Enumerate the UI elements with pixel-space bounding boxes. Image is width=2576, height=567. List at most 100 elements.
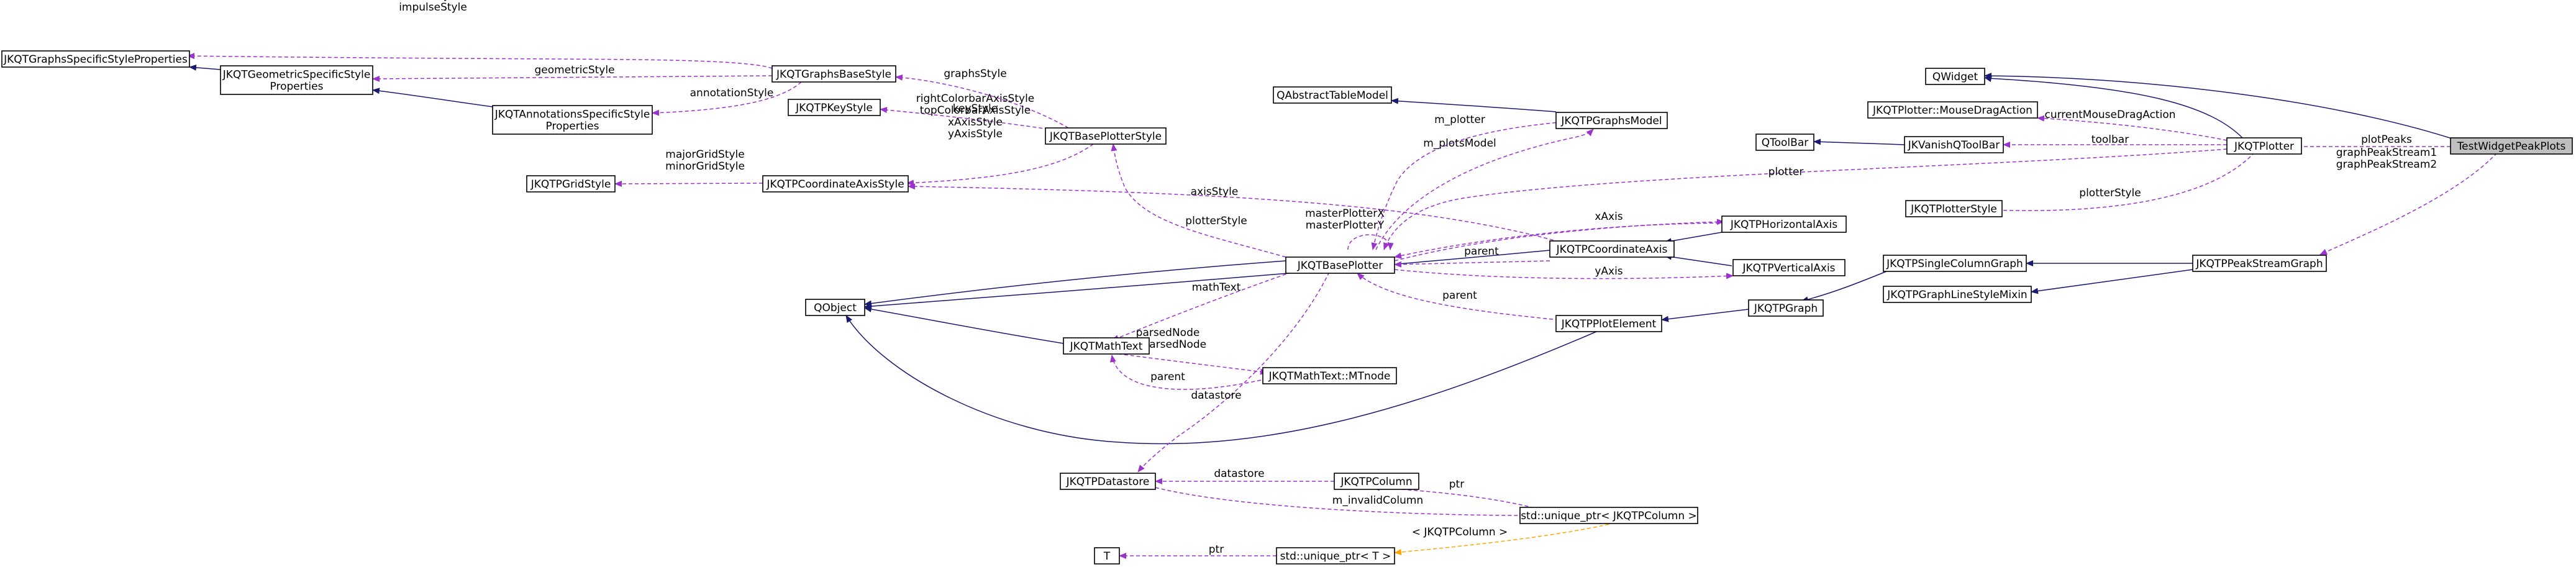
node-label-line: JKQTPGraph bbox=[1754, 302, 1818, 315]
edge-label-parent-node: parent bbox=[1150, 371, 1185, 383]
edge-testwidget-to-qwidget bbox=[1984, 73, 2454, 140]
edge-label-line: toolbar bbox=[2091, 134, 2129, 146]
edge-label-ptr-t: ptr bbox=[1209, 543, 1224, 556]
node-test-widget-peak-plots[interactable]: TestWidgetPeakPlots bbox=[2450, 137, 2573, 155]
node-jkqtpsingle-column-graph[interactable]: JKQTPSingleColumnGraph bbox=[1883, 255, 2027, 272]
node-label-line: TestWidgetPeakPlots bbox=[2457, 140, 2566, 153]
node-jkqtpcoordinate-axis-style[interactable]: JKQTPCoordinateAxisStyle bbox=[762, 175, 909, 193]
edge-baseplotterstyle-graphsbasestyle bbox=[895, 74, 1069, 129]
node-label: JKQTGraphsBaseStyle bbox=[776, 68, 891, 81]
edge-label-parent-axis: parent bbox=[1464, 245, 1499, 258]
node-box bbox=[1905, 200, 2003, 217]
node-label: JKQTPVerticalAxis bbox=[1742, 262, 1835, 274]
node-box bbox=[1867, 101, 2038, 119]
edge-label-key-style: keyStyle bbox=[953, 102, 998, 115]
node-jkqtpkey-style[interactable]: JKQTPKeyStyle bbox=[788, 99, 881, 116]
node-jkqtpcoordinate-axis[interactable]: JKQTPCoordinateAxis bbox=[1549, 240, 1675, 258]
node-box bbox=[1925, 68, 1985, 85]
node-box bbox=[1334, 473, 1419, 490]
node-template-t[interactable]: T bbox=[1094, 547, 1120, 565]
node-jkqtplotter-mouse-drag-action[interactable]: JKQTPlotter::MouseDragAction bbox=[1867, 101, 2038, 119]
node-box bbox=[1519, 507, 1698, 524]
node-label-line: JKQTPCoordinateAxis bbox=[1556, 243, 1668, 256]
edge-label-line: yAxisStyle bbox=[948, 128, 1003, 140]
node-label: JKQTPSingleColumnGraph bbox=[1886, 258, 2023, 270]
edge-label-line: filledStyle bbox=[407, 0, 459, 2]
node-box bbox=[762, 175, 909, 193]
node-jkvanish-qtoolbar[interactable]: JKVanishQToolBar bbox=[1904, 136, 2004, 153]
node-label: JKQTMathText bbox=[1070, 340, 1143, 353]
node-unique-ptr-t[interactable]: std::unique_ptr< T > bbox=[1276, 547, 1395, 565]
node-qobject[interactable]: QObject bbox=[805, 299, 865, 316]
node-box bbox=[1721, 215, 1847, 233]
node-box bbox=[1549, 240, 1675, 258]
node-label: JKQTPColumn bbox=[1340, 476, 1412, 488]
edge-label-m-invalid-column: m_invalidColumn bbox=[1332, 494, 1423, 507]
edge-label-line: keyStyle bbox=[953, 102, 998, 115]
node-jkqtmath-text[interactable]: JKQTMathText bbox=[1063, 337, 1150, 355]
node-jkqtgraphs-specific-style-properties[interactable]: JKQTGraphsSpecificStyleProperties bbox=[1, 50, 190, 68]
edge-label-line: majorGridStyle bbox=[665, 148, 744, 161]
node-label-line: QObject bbox=[814, 302, 857, 314]
edge-label-line: masterPlotterX bbox=[1305, 207, 1385, 220]
node-label: T bbox=[1103, 550, 1111, 563]
edge-label-line: mathText bbox=[1192, 281, 1241, 294]
node-label: JKQTMathText::MTnode bbox=[1268, 370, 1391, 383]
edge-label-m-plotter: m_plotter bbox=[1434, 114, 1485, 126]
node-jkqtbase-plotter-style[interactable]: JKQTBasePlotterStyle bbox=[1045, 127, 1167, 145]
node-unique-ptr-column[interactable]: std::unique_ptr< JKQTPColumn > bbox=[1519, 507, 1698, 524]
edge-label-plot-peaks: plotPeaks bbox=[2361, 134, 2412, 146]
node-box bbox=[1732, 259, 1846, 276]
node-jkqtpgraphs-model[interactable]: JKQTPGraphsModel bbox=[1555, 112, 1668, 129]
edge-mathtext-to-qobject bbox=[864, 306, 1064, 344]
node-jkqtbase-plotter[interactable]: JKQTBasePlotter bbox=[1285, 256, 1395, 274]
node-box bbox=[1045, 127, 1167, 145]
node-jkqtpvertical-axis[interactable]: JKQTPVerticalAxis bbox=[1732, 259, 1846, 276]
node-qtoolbar[interactable]: QToolBar bbox=[1755, 134, 1814, 151]
edge-plotter-baseplotter bbox=[1383, 148, 2228, 250]
node-jkqtpcolumn[interactable]: JKQTPColumn bbox=[1334, 473, 1419, 490]
node-jkqtpgraph[interactable]: JKQTPGraph bbox=[1748, 299, 1824, 317]
node-jkqtppeak-stream-graph[interactable]: JKQTPPeakStreamGraph bbox=[2192, 255, 2327, 272]
node-qwidget[interactable]: QWidget bbox=[1925, 68, 1985, 85]
edge-label-line: ptr bbox=[1449, 478, 1464, 491]
node-jkqtpgrid-style[interactable]: JKQTPGridStyle bbox=[526, 175, 616, 193]
node-label: JKQTPGraph bbox=[1754, 302, 1818, 315]
node-jkqtplotter-style[interactable]: JKQTPlotterStyle bbox=[1905, 200, 2003, 217]
edge-baseplotterstyle-keystyle bbox=[880, 107, 1049, 130]
node-jkqtgraphs-base-style[interactable]: JKQTGraphsBaseStyle bbox=[771, 65, 896, 83]
node-box bbox=[771, 65, 896, 83]
node-label-line: JKQTGeometricSpecificStyle bbox=[222, 69, 371, 81]
node-jkqtmath-text-mtnode[interactable]: JKQTMathText::MTnode bbox=[1262, 367, 1397, 384]
node-box bbox=[788, 99, 881, 116]
node-qabstract-table-model[interactable]: QAbstractTableModel bbox=[1273, 86, 1392, 104]
edge-verticalaxis-to-coordaxis bbox=[1664, 253, 1732, 266]
node-box bbox=[1094, 547, 1120, 565]
node-jkqtplotter[interactable]: JKQTPlotter bbox=[2226, 137, 2302, 155]
edge-label-line: annotationStyle bbox=[690, 87, 774, 99]
node-label: QObject bbox=[814, 302, 857, 314]
edge-axisstyle-gridstyle bbox=[614, 180, 763, 187]
node-jkqtphorizontal-axis[interactable]: JKQTPHorizontalAxis bbox=[1721, 215, 1847, 233]
node-jkqtpplot-element[interactable]: JKQTPPlotElement bbox=[1555, 315, 1662, 332]
node-box bbox=[220, 65, 373, 95]
node-label: TestWidgetPeakPlots bbox=[2457, 140, 2566, 153]
edge-mathtext-mtnode bbox=[1099, 351, 1268, 375]
node-jkqtpgraph-line-style-mixin[interactable]: JKQTPGraphLineStyleMixin bbox=[1883, 286, 2032, 303]
node-label-line: JKQTPGraphLineStyleMixin bbox=[1886, 289, 2027, 301]
edge-label-line: plotter bbox=[1768, 166, 1804, 178]
node-label-line: QToolBar bbox=[1762, 137, 1808, 149]
node-label: JKQTPlotter::MouseDragAction bbox=[1872, 104, 2032, 117]
node-label-line: JKQTPColumn bbox=[1340, 476, 1412, 488]
node-label-line: JKQTPSingleColumnGraph bbox=[1886, 258, 2023, 270]
node-label-line: JKQTMathText::MTnode bbox=[1268, 370, 1391, 383]
edge-label-template-arg: < JKQTPColumn > bbox=[1412, 526, 1508, 538]
edge-label-line: masterPlotterY bbox=[1306, 219, 1385, 232]
node-jkqtpdatastore[interactable]: JKQTPDatastore bbox=[1060, 473, 1156, 490]
edge-label-line: datastore bbox=[1214, 468, 1264, 480]
